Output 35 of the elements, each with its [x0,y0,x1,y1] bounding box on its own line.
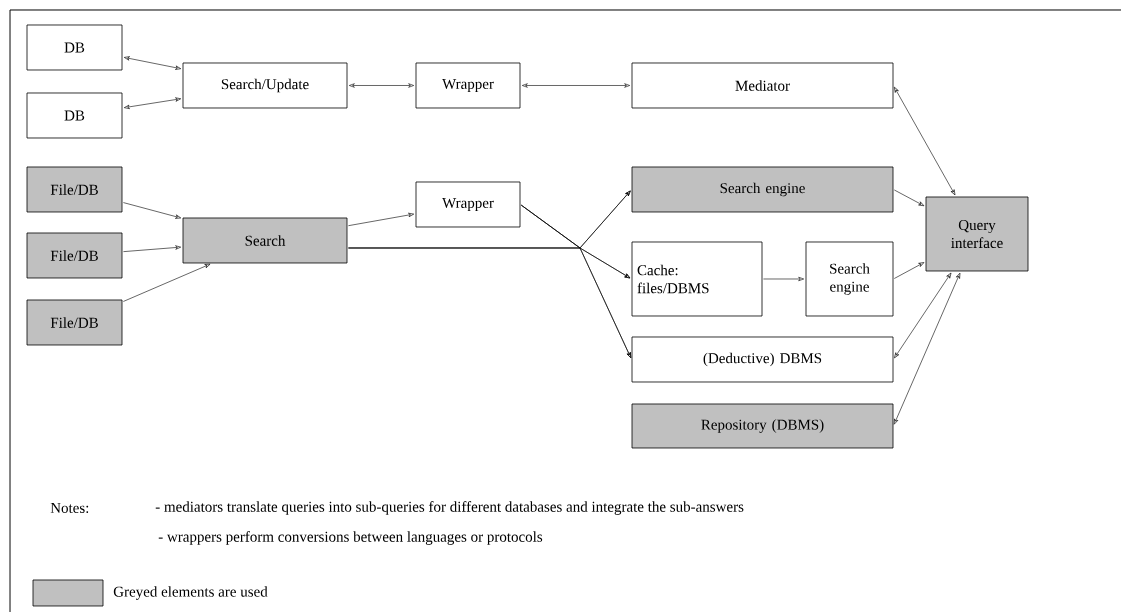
legend-text: Greyed elements are used [113,586,268,600]
arrow [520,204,632,359]
process-box: Cache: files/DBMS [631,241,763,317]
process-box: DB [26,24,123,71]
process-box: Repository (DBMS) [631,403,894,449]
process-box: DB [26,92,123,139]
note-text: - wrappers perform conversions between languages or protocols [158,531,543,545]
process-box: File/DB [26,232,123,279]
process-box: Search engine [805,241,894,317]
arrow [522,83,630,88]
process-box: (Deductive) DBMS [631,336,894,383]
arrow [894,189,925,207]
arrow [349,83,415,88]
process-box: File/DB [26,166,123,213]
arrow [893,272,961,425]
process-box: Mediator [631,62,894,109]
arrow [123,245,182,252]
arrow [894,262,925,279]
process-box: Query interface [925,196,1029,272]
note-text: Notes: [50,503,89,513]
arrow [123,202,182,219]
note-text: - mediators translate queries into sub-queries for different databases and integrate the sub-answers [155,501,744,515]
process-box: Wrapper [415,181,521,228]
process-box: Wrapper [415,62,521,109]
process-box: Search/Update [182,62,348,109]
arrow [894,272,952,359]
process-box: Search [182,217,348,264]
process-box: File/DB [26,299,123,346]
arrow [894,86,956,196]
arrow [763,276,804,282]
arrow [348,212,415,226]
arrow [123,56,182,70]
arrow [124,97,182,109]
arrow [123,263,211,302]
process-box: Search engine [631,166,894,213]
